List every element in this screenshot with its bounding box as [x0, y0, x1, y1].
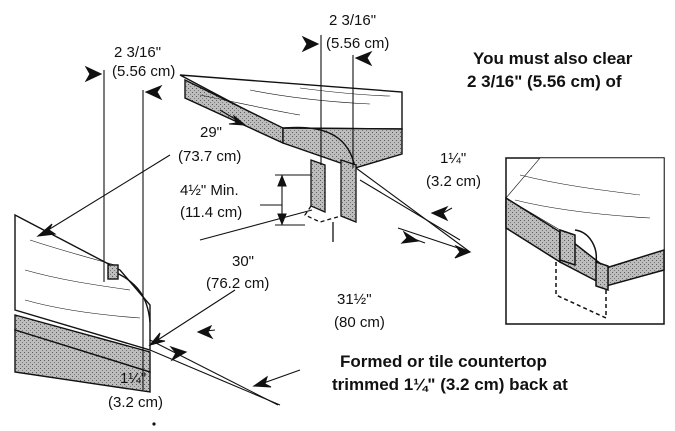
notes: You must also clear 2 3/16" (5.56 cm) of… — [332, 49, 633, 394]
detail-inset — [505, 157, 665, 325]
cutout-block — [304, 159, 357, 242]
note-clear-line-2: 2 3/16" (5.56 cm) of — [467, 72, 622, 91]
left-countertop — [14, 213, 151, 393]
note-clear-line-1: You must also clear — [473, 49, 633, 68]
label-left-1-25-cm: (3.2 cm) — [108, 394, 163, 411]
note-countertop-line-2: trimmed 1¼" (3.2 cm) back at — [332, 375, 568, 394]
label-top-left-cm: (5.56 cm) — [112, 63, 175, 80]
dimension-lines — [36, 35, 472, 406]
label-29-inches: 29" — [200, 124, 222, 141]
label-29-cm: (73.7 cm) — [178, 148, 241, 165]
label-31-5-inches: 31½" — [337, 291, 372, 308]
stray-dot — [152, 422, 156, 426]
label-left-1-25-inches: 1¼" — [120, 370, 146, 387]
label-top-right-cm: (5.56 cm) — [326, 35, 389, 52]
note-countertop-line-1: Formed or tile countertop — [340, 352, 547, 371]
label-top-left-inches: 2 3/16" — [114, 44, 161, 61]
label-right-1-25-cm: (3.2 cm) — [426, 173, 481, 190]
dimension-labels: 2 3/16" (5.56 cm) 2 3/16" (5.56 cm) 29" … — [108, 12, 481, 411]
label-min-cm: (11.4 cm) — [180, 204, 242, 221]
label-right-1-25-inches: 1¼" — [440, 150, 466, 167]
label-top-right-inches: 2 3/16" — [329, 12, 376, 29]
label-31-5-cm: (80 cm) — [334, 314, 385, 331]
label-30-inches: 30" — [232, 253, 254, 270]
label-min-inches: 4½" Min. — [180, 182, 239, 199]
label-30-cm: (76.2 cm) — [206, 275, 269, 292]
upper-countertop — [179, 74, 403, 169]
